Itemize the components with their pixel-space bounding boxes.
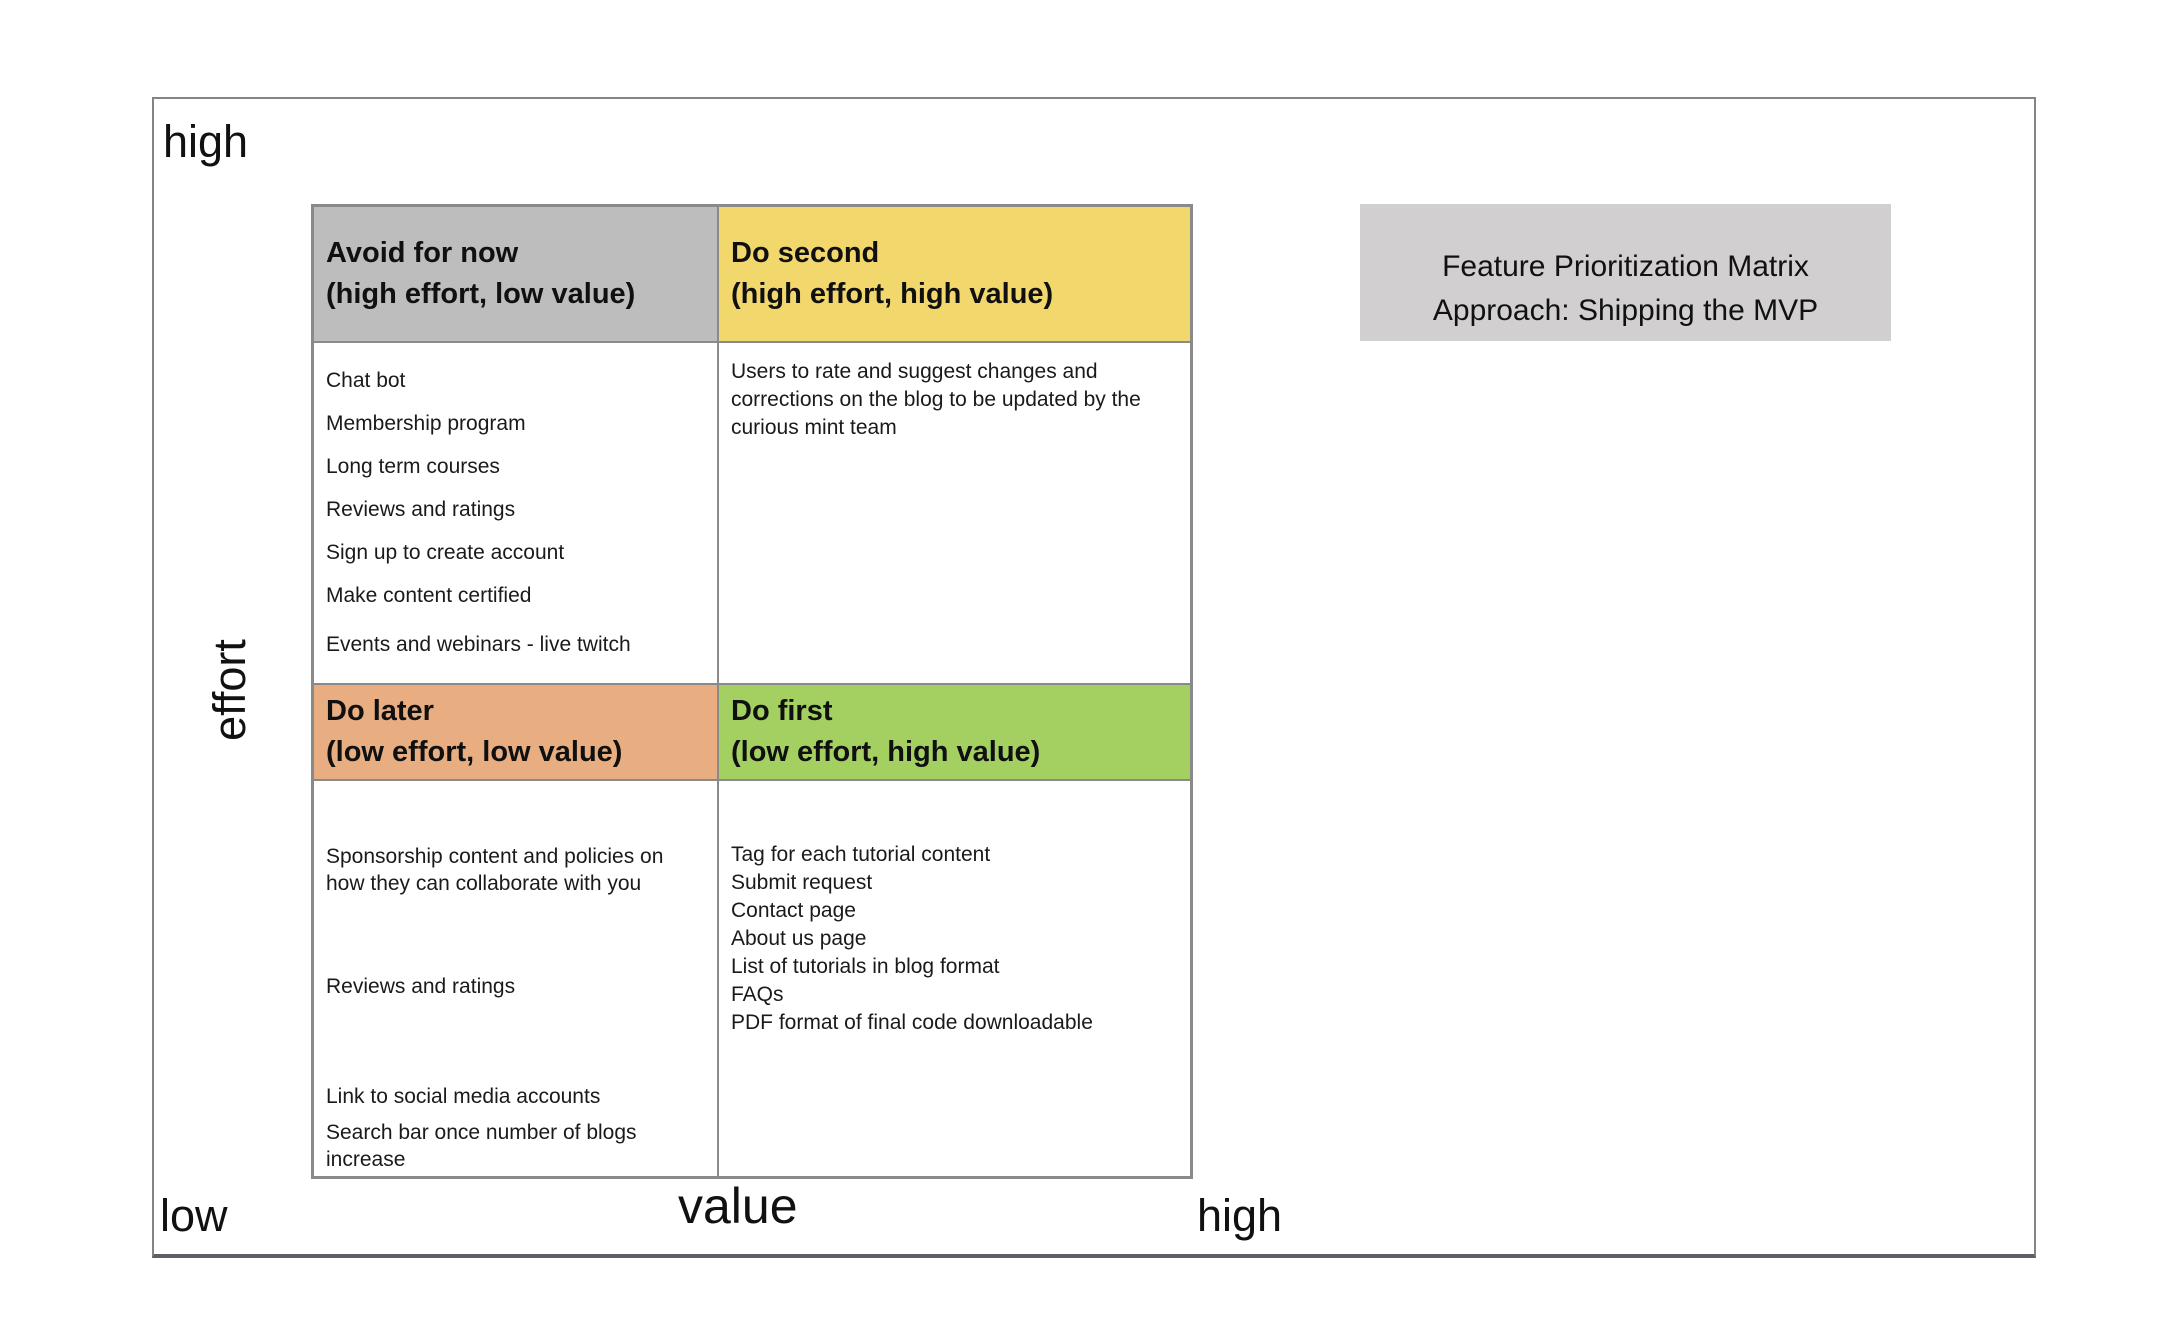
quadrant-item: Make content certified (326, 584, 532, 607)
quadrant-item: Membership program (326, 412, 526, 435)
quadrant-subtitle: (high effort, high value) (731, 278, 1054, 310)
quadrant-items-do-second: Users to rate and suggest changes and co… (719, 343, 1190, 683)
quadrant-item: Sign up to create account (326, 541, 565, 564)
quadrant-item: About us page (731, 927, 867, 950)
quadrant-item: Reviews and ratings (326, 975, 516, 998)
quadrant-title: Do first (731, 695, 833, 727)
quadrant-item: Search bar once number of blogs increase (326, 1121, 637, 1171)
x-axis-title: value (678, 1178, 798, 1234)
quadrant-header-do-first: Do first (low effort, high value) (719, 685, 1190, 779)
quadrant-item: Events and webinars - live twitch (326, 633, 631, 656)
quadrant-item: Chat bot (326, 369, 406, 392)
quadrant-item: Reviews and ratings (326, 498, 516, 521)
y-axis-title-wrap: effort (150, 610, 310, 770)
y-axis-high-label: high (163, 116, 249, 167)
quadrant-header-do-later: Do later (low effort, low value) (314, 685, 717, 779)
matrix-title-line-2: Approach: Shipping the MVP (1432, 294, 1819, 327)
matrix-title-box: Feature Prioritization Matrix Approach: … (1360, 204, 1891, 341)
x-axis-low-label: low (160, 1190, 228, 1241)
quadrant-title: Do second (731, 237, 880, 269)
x-axis-high-label: high (1197, 1190, 1283, 1241)
quadrant-item: FAQs (731, 983, 784, 1006)
quadrant-item: Sponsorship content and policies on how … (326, 845, 664, 895)
y-axis-title: effort (203, 639, 255, 741)
quadrant-items-do-later: Sponsorship content and policies on how … (314, 781, 717, 1176)
quadrant-item: Submit request (731, 871, 873, 894)
quadrant-item: Link to social media accounts (326, 1085, 601, 1108)
quadrant-item: Tag for each tutorial content (731, 843, 991, 866)
quadrant-subtitle: (low effort, high value) (731, 736, 1041, 768)
quadrant-subtitle: (low effort, low value) (326, 736, 623, 768)
quadrant-title: Avoid for now (326, 237, 519, 269)
matrix-title-line-1: Feature Prioritization Matrix (1442, 250, 1809, 283)
quadrant-header-do-second: Do second (high effort, high value) (719, 207, 1190, 341)
quadrant-item: List of tutorials in blog format (731, 955, 1000, 978)
quadrant-title: Do later (326, 695, 434, 727)
quadrant-item: Long term courses (326, 455, 500, 478)
quadrant-header-avoid-for-now: Avoid for now (high effort, low value) (314, 207, 717, 341)
quadrant-subtitle: (high effort, low value) (326, 278, 636, 310)
prioritization-matrix-table: Avoid for now (high effort, low value) D… (311, 204, 1193, 1179)
quadrant-item: Contact page (731, 899, 856, 922)
quadrant-item: PDF format of final code downloadable (731, 1011, 1093, 1034)
quadrant-item: Users to rate and suggest changes and co… (731, 360, 1141, 439)
